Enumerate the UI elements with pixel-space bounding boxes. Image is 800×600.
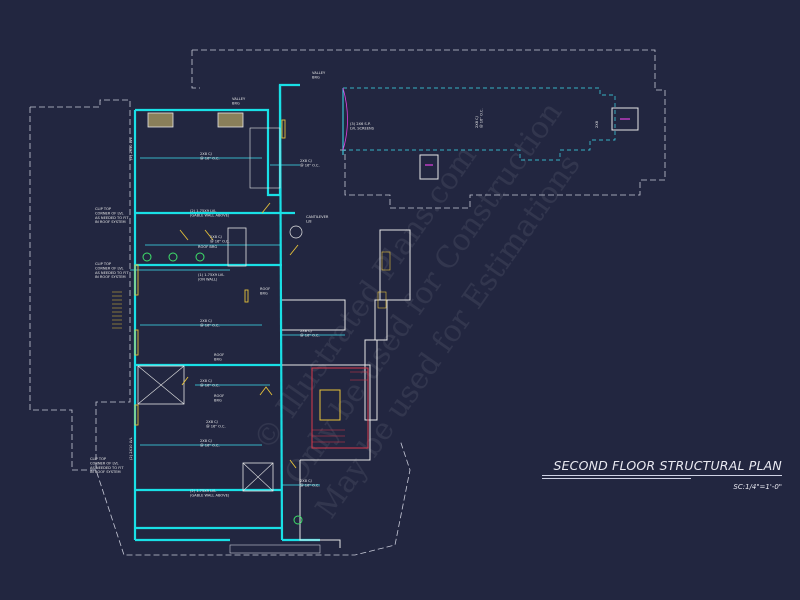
stair-left <box>137 365 185 405</box>
label-joist-2: 2X8 CJ@ 16" O.C. <box>300 159 320 167</box>
hatch-left <box>112 291 122 329</box>
label-gable-2: (2) 1.75X9 LVL(GABLE WALL ABOVE) <box>190 489 230 497</box>
title-underline <box>542 475 782 476</box>
label-joist-3: 2X8 CJ@ 16" O.C. <box>200 319 220 327</box>
label-header-left-top: (2) 2X10 LVL <box>129 137 133 160</box>
toilet-3 <box>195 252 205 262</box>
roof-outline-left <box>30 99 411 556</box>
hatch-right-2 <box>377 291 387 309</box>
door-swings <box>134 119 299 469</box>
label-joist-4: 2X8 CJ@ 16" O.C. <box>300 329 320 337</box>
roof-outline-right <box>192 49 666 209</box>
window-top-1 <box>147 112 174 128</box>
toilet-4 <box>293 515 303 525</box>
label-gable-1: (2) 1.75X9 LVL(GABLE WALL ABOVE) <box>190 209 230 217</box>
tub <box>227 227 247 267</box>
label-beam-top: (3) 2X6 S.P.LVL SCREENS <box>350 122 375 130</box>
stairs-main <box>311 367 369 449</box>
chimney-diag-2 <box>242 462 274 492</box>
watermark: © Illustrated Plans.com Only be used for… <box>247 96 588 525</box>
label-joist-6: 2X8 CJ@ 16" O.C. <box>300 479 320 487</box>
label-joist-1: 2X8 CJ@ 16" O.C. <box>200 152 220 160</box>
label-right-2: 2X8 <box>595 120 599 128</box>
joist-lines <box>130 157 345 486</box>
exterior-walls <box>133 83 320 542</box>
hatch-bottom <box>229 544 321 554</box>
roof-outline-top-left <box>191 50 200 89</box>
stair-left-diag-2 <box>137 365 185 405</box>
chimney <box>242 462 274 492</box>
label-gable-3: (1) 1.75X9 LVL(ON WALL) <box>198 273 224 281</box>
roof-outline-left-ext <box>29 107 96 471</box>
label-right-1: 2X8 CJ@ 16" O.C. <box>475 108 483 128</box>
upper-right-beam <box>343 87 616 161</box>
post-box-2 <box>611 107 639 131</box>
window-top-2 <box>217 112 244 128</box>
title-underline-short <box>542 478 691 479</box>
stairs-landing <box>319 389 341 421</box>
label-header-left-bottom: (2) 2X10 LVL <box>129 437 133 460</box>
toilet-1 <box>142 252 152 262</box>
drawing-scale: SC:1/4"=1'-0" <box>733 483 782 491</box>
section-marker <box>289 225 303 239</box>
toilet-2 <box>168 252 178 262</box>
closet-top <box>249 127 281 189</box>
label-joist-9: 2X8 CJ@ 16" O.C. <box>206 420 226 428</box>
title-block: SECOND FLOOR STRUCTURAL PLAN SC:1/4"=1'-… <box>542 458 782 491</box>
stair-treads <box>312 371 368 443</box>
hatch-right <box>381 251 391 271</box>
valley-arc <box>342 87 348 151</box>
label-joist-8: 2X8 CJ@ 16" O.C. <box>210 235 230 243</box>
post-box-1 <box>419 154 439 180</box>
label-joist-5: 2X8 CJ@ 16" O.C. <box>200 439 220 447</box>
label-roof-brg-1: ROOF BRG <box>198 245 217 249</box>
label-joist-7: 2X8 CJ@ 16" O.C. <box>200 379 220 387</box>
drawing-title: SECOND FLOOR STRUCTURAL PLAN <box>553 458 782 473</box>
